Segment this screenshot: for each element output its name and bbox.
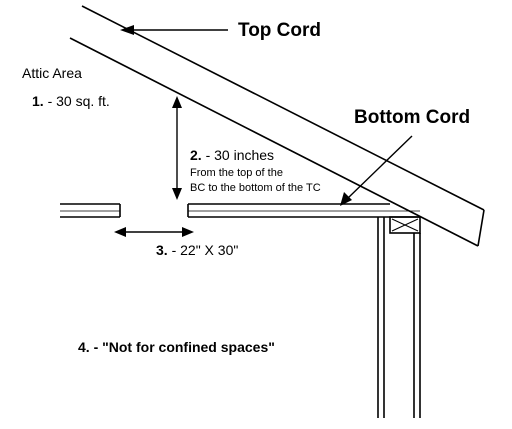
note-line-2: BC to the bottom of the TC [190, 182, 321, 194]
item-1-text: - 30 sq. ft. [43, 93, 110, 109]
attic-area-label: Attic Area [22, 65, 82, 81]
item-2: 2. - 30 inches [190, 148, 274, 162]
top-cord-label: Top Cord [238, 20, 322, 41]
note-line-1: From the top of the [190, 167, 283, 179]
bottom-cord-arrow [340, 135, 413, 206]
height-dimension-arrow [172, 96, 182, 200]
item-4: 4. - "Not for confined spaces" [78, 340, 275, 354]
item-4-number: 4. [78, 339, 90, 355]
item-3-number: 3. [156, 242, 168, 258]
item-1-number: 1. [32, 93, 44, 109]
opening-dimension-arrow [114, 227, 194, 237]
item-4-text: - "Not for confined spaces" [89, 339, 275, 355]
item-3: 3. - 22" X 30" [156, 243, 238, 257]
item-2-number: 2. [190, 147, 202, 163]
bottom-cord-left-stub [60, 203, 121, 218]
item-2-text: - 30 inches [201, 147, 275, 163]
bottom-cord-label: Bottom Cord [354, 107, 471, 128]
item-1: 1. - 30 sq. ft. [32, 94, 110, 108]
item-3-text: - 22" X 30" [167, 242, 239, 258]
top-cord-arrow [120, 25, 228, 35]
top-plate-block [389, 216, 421, 234]
wall-studs [377, 217, 421, 418]
bottom-cord-joist [187, 203, 420, 218]
